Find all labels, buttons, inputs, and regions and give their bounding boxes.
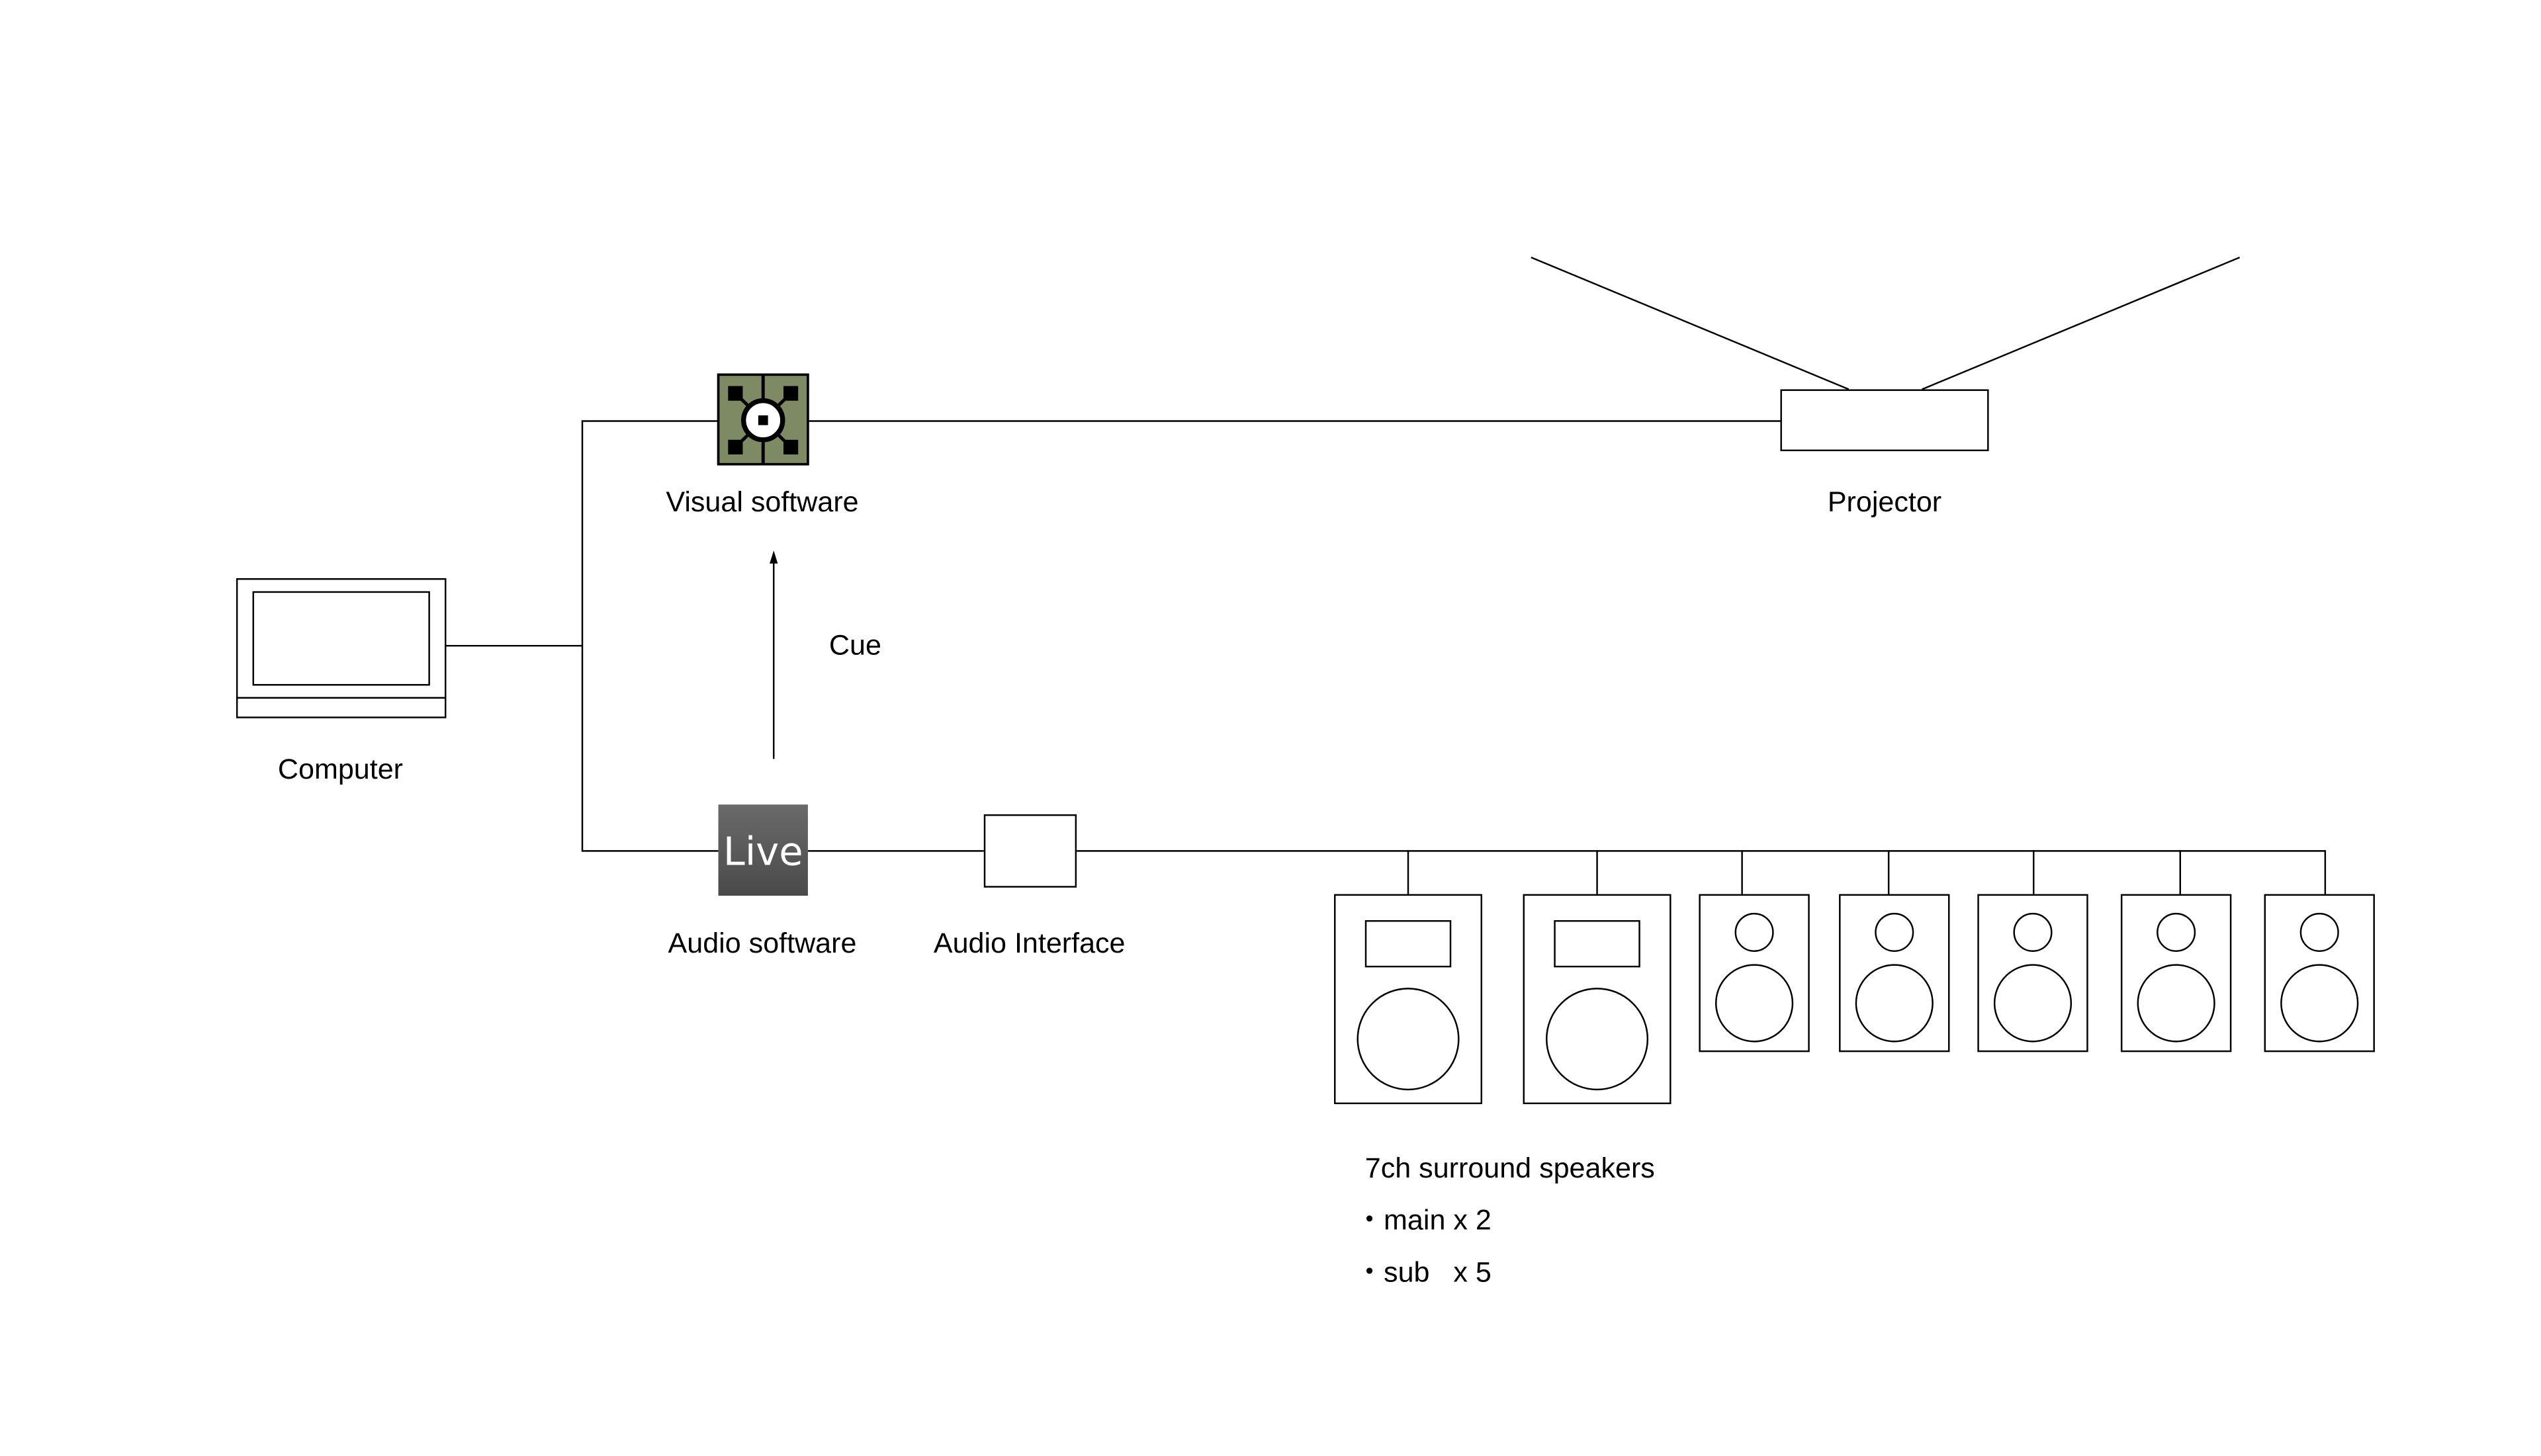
computer-label: Computer [278, 753, 403, 785]
computer-icon [236, 578, 447, 718]
sub-speaker-icon [1839, 894, 1950, 1052]
visual-software-label: Visual software [666, 486, 858, 518]
sub-speaker-icon [1699, 894, 1810, 1052]
visual-software-logo-icon [717, 373, 809, 466]
speakers-title: 7ch surround speakers [1365, 1152, 1655, 1184]
speakers-main-line: ・main x 2 [1355, 1205, 1492, 1236]
sub-speaker-icon [2264, 894, 2375, 1052]
audio-interface-label: Audio Interface [934, 927, 1126, 959]
main-speaker-icon [1334, 894, 1482, 1105]
speakers-sub-line: ・sub x 5 [1355, 1256, 1492, 1288]
cue-arrow [770, 550, 778, 759]
audio-interface-icon [983, 814, 1077, 888]
projector-label: Projector [1828, 486, 1941, 518]
sub-speaker-icon [2120, 894, 2232, 1052]
sub-speaker-icon [1977, 894, 2088, 1052]
cue-label: Cue [829, 630, 881, 662]
main-speaker-icon [1523, 894, 1672, 1105]
live-logo-text: Live [723, 828, 803, 874]
ableton-live-logo-icon: Live [718, 804, 808, 896]
connection-lines [445, 256, 2327, 894]
audio-software-label: Audio software [668, 927, 857, 959]
projector-icon [1780, 389, 1989, 452]
